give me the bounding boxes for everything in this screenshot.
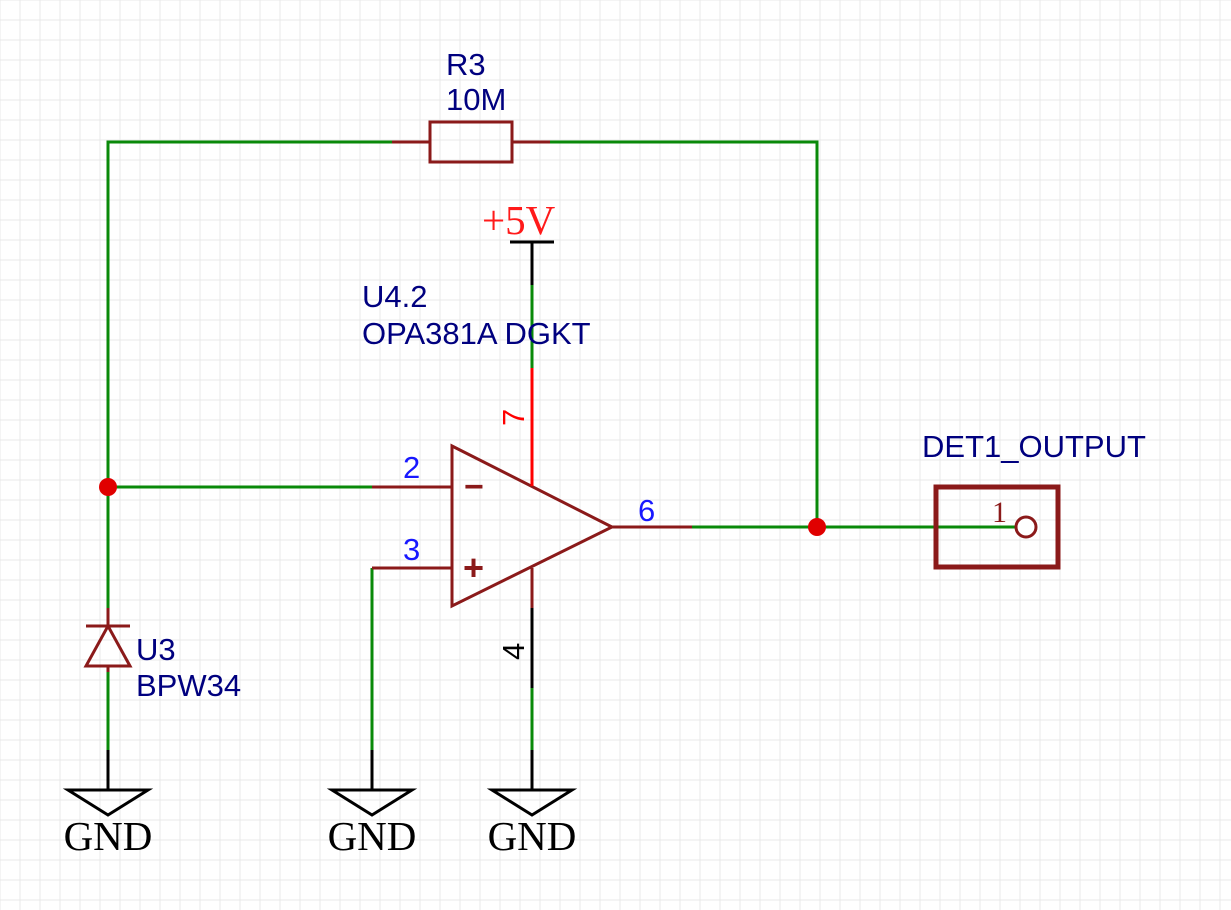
opamp-noninverting-symbol: +	[463, 547, 484, 588]
ground-label-2: GND	[328, 813, 417, 859]
opamp-designator: U4.2	[362, 279, 427, 314]
ground-label-3: GND	[488, 813, 577, 859]
photodiode-designator: U3	[136, 632, 176, 667]
opamp-inverting-symbol: −	[464, 468, 484, 506]
junction-inverting-node	[99, 478, 117, 496]
opamp-pin-2-number: 2	[403, 450, 420, 485]
ground-symbol-1	[62, 788, 154, 817]
connector-pin-circle	[1014, 515, 1038, 539]
junctions	[99, 478, 826, 536]
ground-symbol-2	[326, 788, 418, 817]
opamp-pin-6-number: 6	[638, 493, 655, 528]
connector-designator: DET1_OUTPUT	[922, 429, 1146, 464]
opamp-value: OPA381A DGKT	[362, 316, 591, 351]
ground-leads	[106, 240, 554, 790]
connector-det1-output[interactable]	[933, 484, 1061, 570]
labels: R3 10M +5V U4.2 OPA381A DGKT 7 4 2 3 6 −…	[64, 47, 1146, 859]
vcc-label: +5V	[482, 197, 556, 243]
opamp-body	[450, 443, 616, 609]
resistor-value: 10M	[446, 82, 506, 117]
opamp-u4-2[interactable]	[372, 368, 692, 688]
connector-pin-number: 1	[992, 496, 1007, 529]
wires	[106, 140, 1020, 750]
opamp-pin-3-number: 3	[403, 532, 420, 567]
ground-symbols	[62, 788, 578, 817]
ground-label-1: GND	[64, 813, 153, 859]
wire-feedback-left[interactable]	[106, 140, 392, 487]
opamp-pin-7-number: 7	[496, 409, 531, 426]
photodiode-u3[interactable]	[83, 608, 133, 672]
wire-feedback-right[interactable]	[550, 140, 819, 527]
connector-body	[933, 484, 1061, 570]
opamp-pin-4-number: 4	[496, 643, 531, 660]
ground-symbol-3	[486, 788, 578, 817]
junction-output-node	[808, 518, 826, 536]
resistor-designator: R3	[446, 47, 486, 82]
resistor-r3[interactable]	[392, 120, 550, 164]
photodiode-value: BPW34	[136, 668, 241, 703]
